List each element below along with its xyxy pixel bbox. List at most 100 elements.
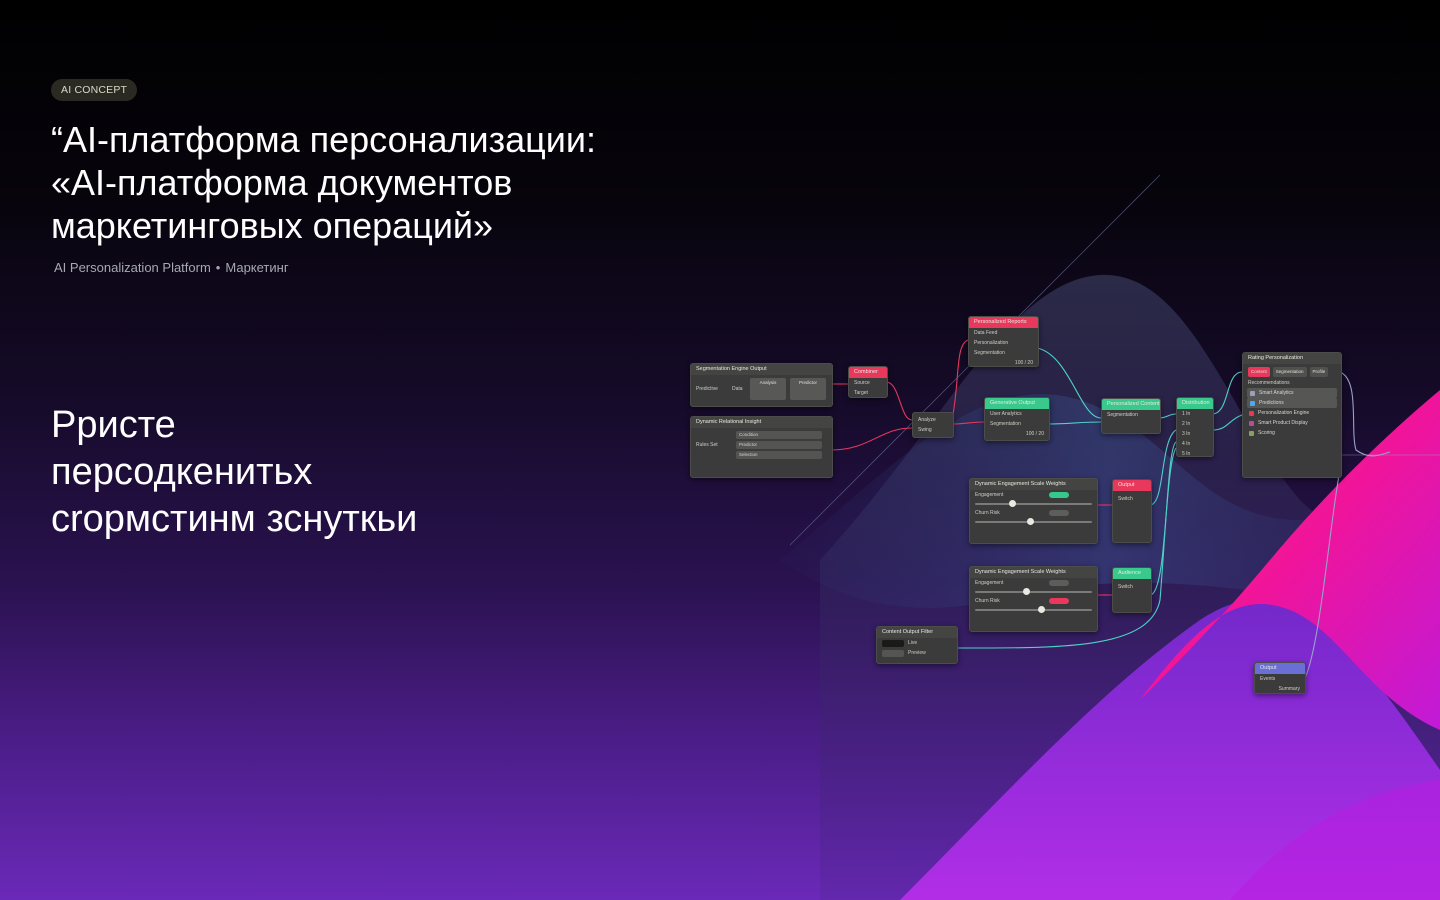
node-row: Events <box>1260 676 1276 682</box>
predictor-button[interactable]: Predictor <box>790 378 826 400</box>
panel-section: Recommendations <box>1248 380 1290 386</box>
node-title: Dynamic Engagement Scale Weights <box>970 479 1097 490</box>
engagement-slider[interactable] <box>975 588 1092 595</box>
tab-segmentation[interactable]: Segmentation <box>1272 367 1307 377</box>
slider-knob[interactable] <box>1027 518 1034 525</box>
node-title: Audience <box>1113 568 1151 579</box>
output-events-node[interactable]: Output Events Summary <box>1254 662 1306 694</box>
pink-wave <box>1140 390 1440 730</box>
preview-switch[interactable] <box>882 649 904 657</box>
churn-toggle[interactable] <box>1049 598 1069 604</box>
panel-item[interactable]: Personalization Engine <box>1243 408 1341 418</box>
title-line: маркетинговых операций» <box>51 205 494 246</box>
selection-field[interactable]: Selection <box>736 451 822 459</box>
retention-toggle[interactable] <box>1049 580 1069 586</box>
panel-item[interactable]: Smart Analytics <box>1247 388 1337 398</box>
concept-badge: AI CONCEPT <box>51 79 138 101</box>
node-label: Live <box>908 640 918 646</box>
node-title: Generative Output <box>985 398 1049 409</box>
churn-toggle[interactable] <box>1049 510 1069 516</box>
node-label: Data <box>732 386 743 392</box>
panel-item[interactable]: Predictions <box>1247 398 1337 408</box>
node-title: Segmentation Engine Output <box>691 364 832 375</box>
title-line: «AI-платформа документов <box>51 162 513 203</box>
tab-content[interactable]: Content <box>1248 367 1270 377</box>
distribution-node[interactable]: Distribution 1 In 2 In 3 In 4 In 5 In <box>1176 397 1214 457</box>
prediction-icon <box>1250 400 1255 406</box>
title-line: “AI-платформа персонализации: <box>51 119 596 160</box>
socket-row[interactable]: 5 In <box>1182 451 1191 457</box>
socket-row[interactable]: 4 In <box>1182 441 1191 447</box>
personalization-panel-node[interactable]: Rating Personalization Content Segmentat… <box>1242 352 1342 478</box>
engagement-weights-node[interactable]: Dynamic Engagement Scale Weights Engagem… <box>969 478 1098 544</box>
analysis-button[interactable]: Analysis <box>750 378 786 400</box>
output-switch-node[interactable]: Output Switch <box>1112 479 1152 543</box>
socket-row[interactable]: 1 In <box>1182 411 1191 417</box>
tagline-line: сrормстинм зснуткьи <box>51 498 418 540</box>
node-label: Predictive <box>696 386 718 392</box>
router-node[interactable]: Analyze Swing <box>912 412 954 438</box>
engagement-slider[interactable] <box>975 500 1092 507</box>
node-row: Source <box>854 380 870 386</box>
pink-wave-lower <box>1230 780 1440 900</box>
slider-knob[interactable] <box>1023 588 1030 595</box>
combiner-node[interactable]: Combiner Source Target <box>848 366 888 398</box>
socket-row[interactable]: 2 In <box>1182 421 1191 427</box>
generative-output-node[interactable]: Generative Output User Analytics Segment… <box>984 397 1050 441</box>
scoring-icon <box>1249 430 1254 436</box>
tab-profile[interactable]: Profile <box>1309 367 1329 377</box>
node-label: Engagement <box>975 580 1004 586</box>
node-row: Switch <box>1118 584 1133 590</box>
node-footer: 100 / 20 <box>1014 360 1033 366</box>
subtitle-platform: AI Personalization Platform <box>54 260 211 275</box>
node-title: Personalized Content <box>1102 399 1160 410</box>
page-subtitle: AI Personalization Platform • Маркетинг <box>54 260 289 275</box>
node-label: Churn Risk <box>975 598 1000 604</box>
node-title: Content Output Filter <box>877 627 957 638</box>
segmentation-source-node[interactable]: Segmentation Engine Output Predictive Da… <box>690 363 833 407</box>
retention-toggle[interactable] <box>1049 492 1069 498</box>
tagline-line: Рристе <box>51 404 176 446</box>
tagline: Рристе персодкенитьх сrормстинм зснуткьи <box>51 402 417 543</box>
personalized-content-node[interactable]: Personalized Content Segmentation <box>1101 398 1161 434</box>
subtitle-separator: • <box>215 260 221 275</box>
personalized-reports-node[interactable]: Personalized Reports Data Feed Personali… <box>968 316 1039 367</box>
socket-row[interactable]: 3 In <box>1182 431 1191 437</box>
predictor-field[interactable]: Predictor <box>736 441 822 449</box>
node-title: Dynamic Engagement Scale Weights <box>970 567 1097 578</box>
tagline-line: персодкенитьх <box>51 451 313 493</box>
node-row: Swing <box>918 427 932 433</box>
node-label: Rules Set <box>696 442 718 448</box>
node-title: Rating Personalization <box>1243 353 1341 364</box>
node-row: Analyze <box>918 417 936 423</box>
node-row: Segmentation <box>990 421 1021 427</box>
node-label: Churn Risk <box>975 510 1000 516</box>
audience-switch-node[interactable]: Audience Switch <box>1112 567 1152 613</box>
node-title: Output <box>1113 480 1151 491</box>
node-row: User Analytics <box>990 411 1022 417</box>
node-title: Distribution <box>1177 398 1213 409</box>
churn-slider[interactable] <box>975 606 1092 613</box>
churn-slider[interactable] <box>975 518 1092 525</box>
analytics-icon <box>1250 390 1255 396</box>
node-row: Personalization <box>974 340 1009 346</box>
condition-field[interactable]: Condition <box>736 431 822 439</box>
relational-insight-node[interactable]: Dynamic Relational Insight Condition Rul… <box>690 416 833 478</box>
engagement-weights-node-2[interactable]: Dynamic Engagement Scale Weights Engagem… <box>969 566 1098 632</box>
subtitle-category: Маркетинг <box>225 260 289 275</box>
live-switch[interactable] <box>882 639 904 647</box>
content-filter-node[interactable]: Content Output Filter Live Preview <box>876 626 958 664</box>
engine-icon <box>1249 410 1254 416</box>
node-title: Personalized Reports <box>969 317 1038 328</box>
panel-item[interactable]: Scoring <box>1243 428 1341 438</box>
node-row: Switch <box>1118 496 1133 502</box>
node-row: Summary <box>1278 686 1300 692</box>
node-title: Output <box>1255 663 1305 674</box>
node-footer: 100 / 20 <box>1025 431 1044 437</box>
node-label: Engagement <box>975 492 1004 498</box>
node-row: Segmentation <box>974 350 1005 356</box>
slider-knob[interactable] <box>1038 606 1045 613</box>
panel-item[interactable]: Smart Product Display <box>1243 418 1341 428</box>
display-icon <box>1249 420 1254 426</box>
slider-knob[interactable] <box>1009 500 1016 507</box>
